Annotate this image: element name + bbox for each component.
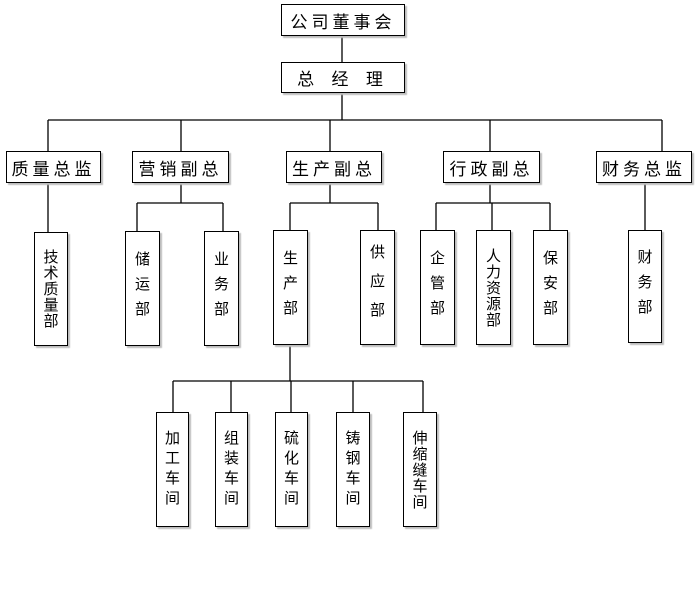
stretch-seam-workshop-label: 伸缩缝车间 (410, 429, 429, 510)
finance-dept-label: 财务部 (635, 249, 654, 324)
assembly-workshop-label: 组装车间 (222, 429, 240, 510)
security-dept-label: 保安部 (541, 250, 559, 325)
storage-transport-dept-box: 储运部 (125, 231, 160, 346)
finance-dept-box: 财务部 (628, 230, 662, 343)
production-dept-label: 生产部 (281, 250, 299, 325)
security-dept-box: 保安部 (533, 230, 568, 345)
admin-vp-box: 行政副总 (443, 151, 540, 183)
stretch-seam-workshop-box: 伸缩缝车间 (403, 412, 437, 527)
assembly-workshop-box: 组装车间 (215, 412, 248, 527)
enterprise-mgmt-dept-label: 企管部 (428, 250, 446, 325)
quality-supervisor-box: 质量总监 (6, 151, 101, 183)
vulcanization-workshop-label: 硫化车间 (282, 429, 300, 510)
board-label: 公司董事会 (290, 12, 396, 33)
business-dept-label: 业务部 (212, 251, 230, 326)
enterprise-mgmt-dept-box: 企管部 (420, 230, 455, 345)
gm-label: 总 经 理 (297, 70, 389, 90)
steel-casting-workshop-box: 铸钢车间 (336, 412, 370, 527)
marketing-vp-label: 营销副总 (138, 159, 223, 180)
gm-box: 总 经 理 (281, 62, 405, 93)
business-dept-box: 业务部 (204, 231, 239, 346)
production-dept-box: 生产部 (273, 230, 308, 345)
finance-supervisor-label: 财务总监 (602, 159, 686, 180)
storage-transport-dept-label: 储运部 (133, 251, 151, 326)
hr-dept-label: 人力资源部 (484, 247, 502, 328)
vulcanization-workshop-box: 硫化车间 (275, 412, 308, 527)
steel-casting-workshop-label: 铸钢车间 (343, 429, 362, 510)
quality-supervisor-label: 质量总监 (11, 159, 96, 180)
marketing-vp-box: 营销副总 (132, 151, 229, 183)
hr-dept-box: 人力资源部 (476, 230, 511, 345)
machining-workshop-label: 加工车间 (163, 429, 181, 510)
tech-quality-dept-box: 技术质量部 (34, 232, 68, 346)
board-box: 公司董事会 (281, 4, 405, 36)
machining-workshop-box: 加工车间 (156, 412, 189, 527)
supply-dept-label: 供应部 (368, 244, 386, 331)
production-vp-label: 生产副总 (292, 159, 376, 180)
admin-vp-label: 行政副总 (449, 159, 534, 180)
production-vp-box: 生产副总 (286, 151, 382, 183)
supply-dept-box: 供应部 (360, 230, 395, 345)
tech-quality-dept-label: 技术质量部 (41, 249, 60, 329)
finance-supervisor-box: 财务总监 (596, 151, 692, 183)
